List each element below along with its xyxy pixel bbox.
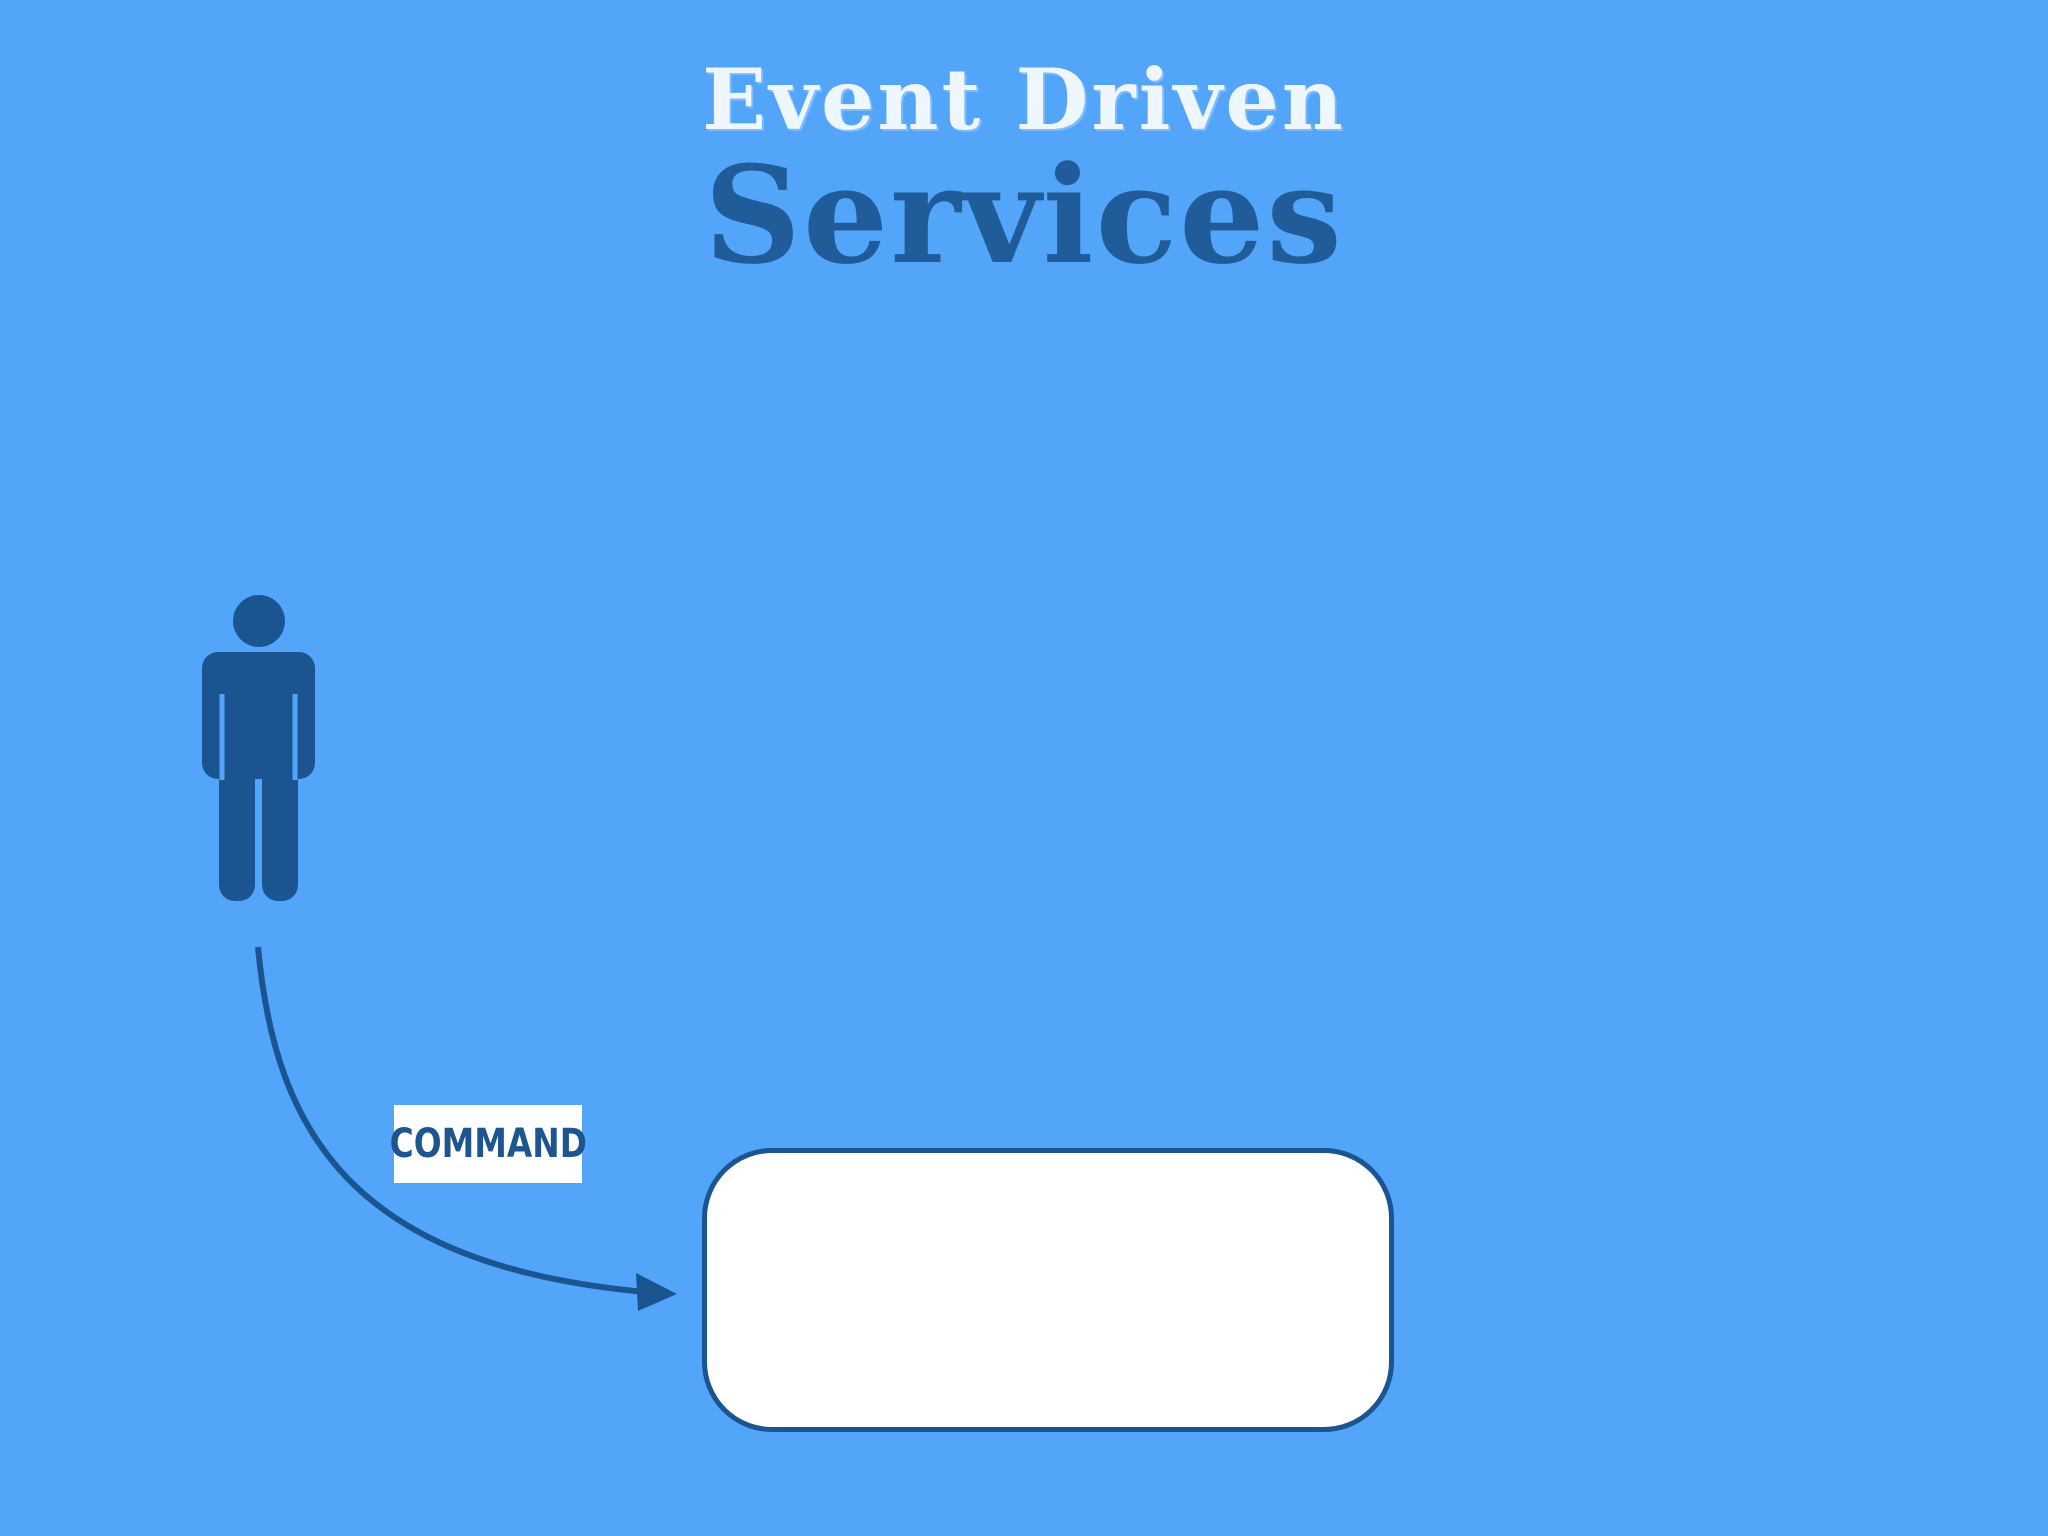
- title-services: Services: [704, 136, 1344, 294]
- person-icon: [202, 595, 315, 901]
- title-event-driven: Event Driven: [702, 50, 1346, 149]
- command-arrow-head: [636, 1273, 677, 1311]
- command-label-text: COMMAND: [389, 1121, 587, 1167]
- person-icon-detail: [219, 694, 298, 780]
- command-label: COMMAND: [389, 1105, 587, 1183]
- service-box: [702, 1148, 1394, 1432]
- command-arrow: [255, 946, 646, 1295]
